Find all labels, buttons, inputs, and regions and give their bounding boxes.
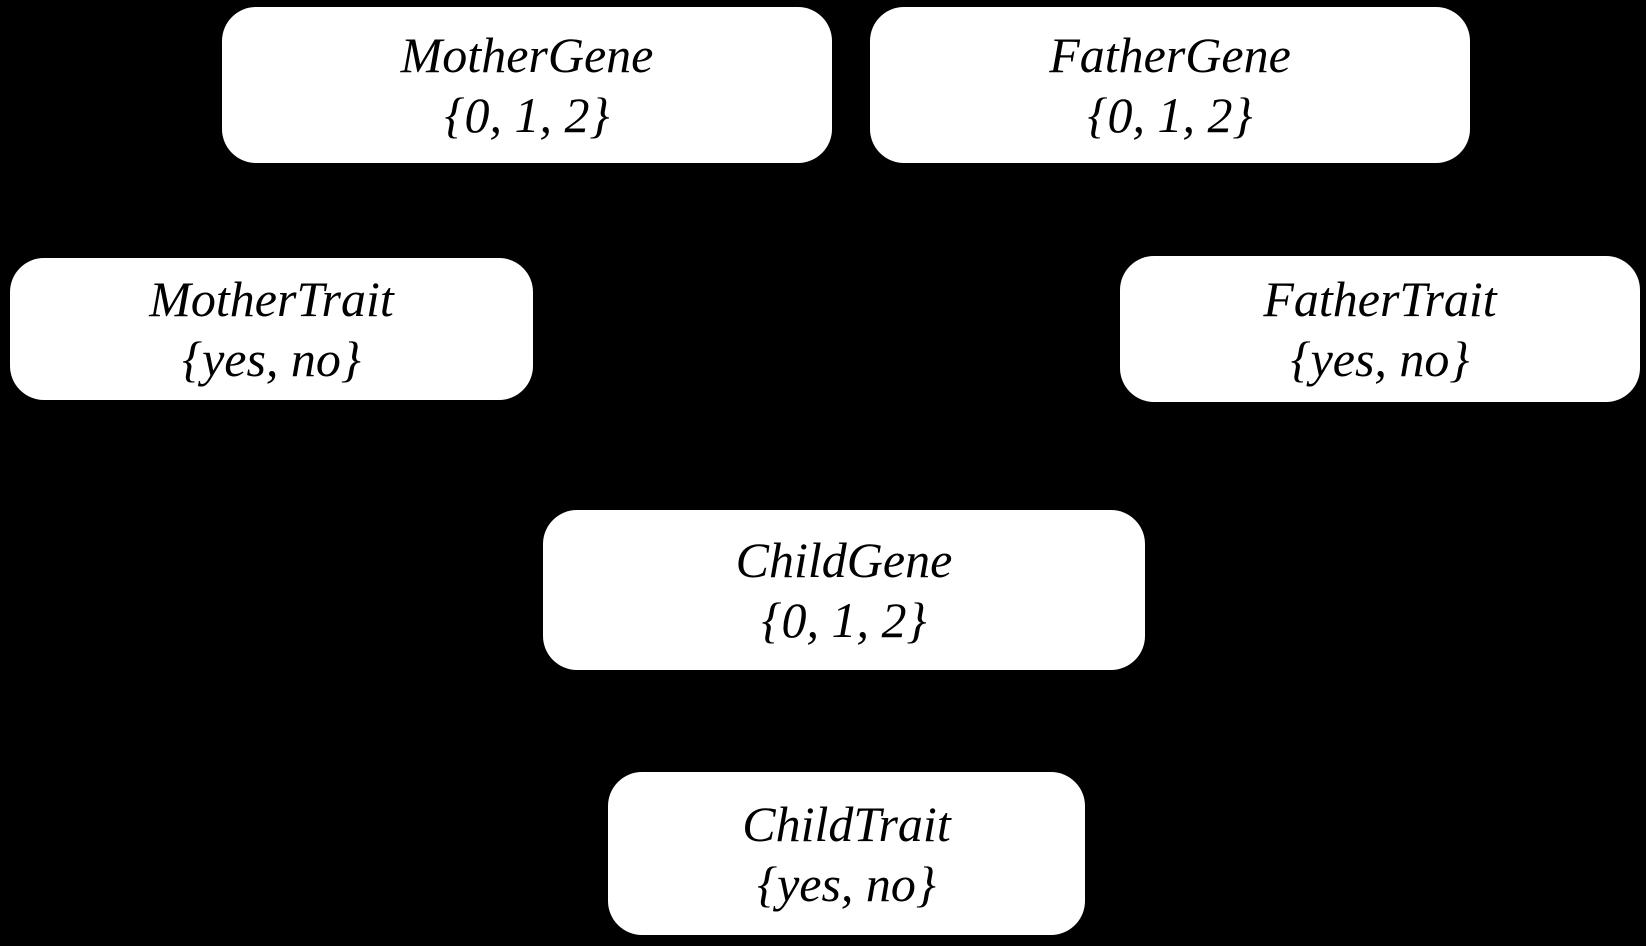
- node-domain-father-gene: {0, 1, 2}: [1087, 87, 1253, 143]
- node-mother-trait: MotherTrait{yes, no}: [10, 258, 533, 400]
- node-domain-mother-gene: {0, 1, 2}: [444, 87, 610, 143]
- node-child-trait: ChildTrait{yes, no}: [608, 772, 1085, 935]
- node-domain-mother-trait: {yes, no}: [182, 331, 361, 387]
- node-domain-father-trait: {yes, no}: [1290, 331, 1470, 387]
- node-father-trait: FatherTrait{yes, no}: [1120, 256, 1640, 402]
- node-domain-child-trait: {yes, no}: [757, 855, 936, 912]
- node-domain-child-gene: {0, 1, 2}: [761, 592, 927, 648]
- node-child-gene: ChildGene{0, 1, 2}: [543, 510, 1145, 670]
- node-label-child-trait: ChildTrait: [742, 795, 951, 852]
- node-mother-gene: MotherGene{0, 1, 2}: [222, 7, 832, 163]
- node-label-mother-trait: MotherTrait: [149, 271, 394, 327]
- node-label-father-trait: FatherTrait: [1263, 271, 1497, 327]
- node-label-child-gene: ChildGene: [735, 532, 953, 588]
- node-label-mother-gene: MotherGene: [400, 27, 654, 83]
- node-label-father-gene: FatherGene: [1049, 27, 1291, 83]
- node-father-gene: FatherGene{0, 1, 2}: [870, 7, 1470, 163]
